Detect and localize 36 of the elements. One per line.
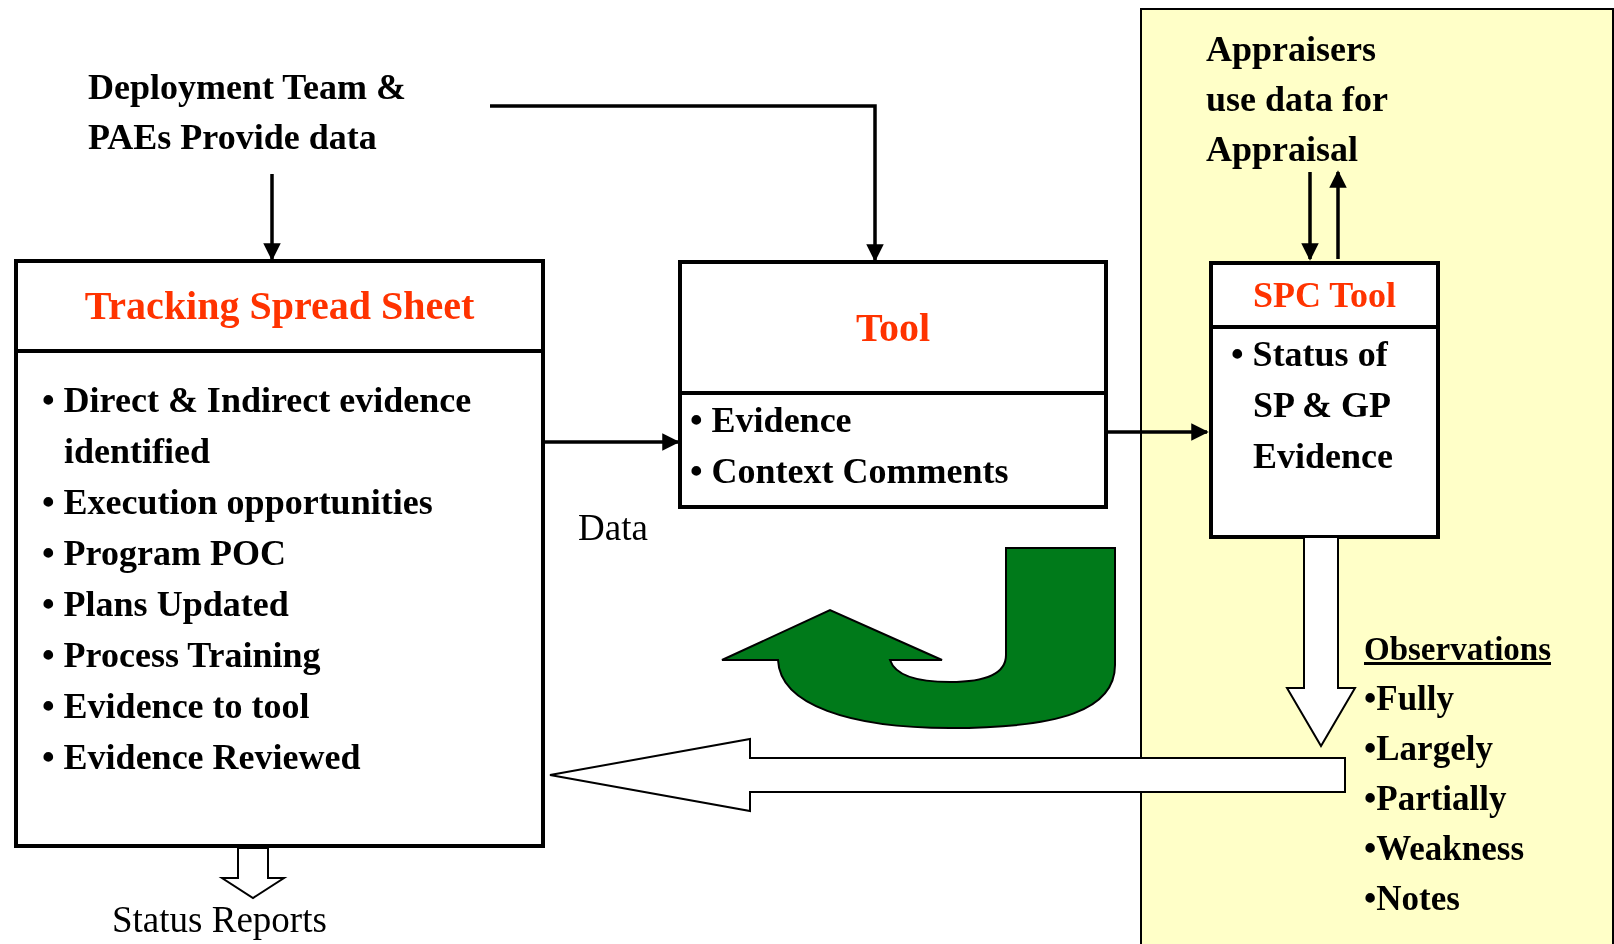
bullet-item: • Process Training [42, 634, 322, 677]
note-text: Deployment Team & PAEs Provide data [88, 66, 407, 159]
box-title: Tracking Spread Sheet [84, 282, 475, 330]
caption-text: Status Reports [112, 898, 328, 942]
appraisal-panel [1140, 8, 1614, 944]
process-box [1209, 261, 1440, 539]
bullet-item: • Execution opportunities [42, 481, 434, 524]
bullet-item: • Status of SP & GP Evidence [1231, 333, 1394, 478]
bullet-item: • Evidence [690, 399, 853, 442]
block-arrow [218, 847, 288, 900]
bullet-item: • Program POC [42, 532, 287, 575]
bullet-item: • Plans Updated [42, 583, 290, 626]
list-item: •Weakness [1364, 828, 1526, 870]
arrow [1301, 172, 1319, 261]
list-item: •Largely [1364, 728, 1494, 770]
bullet-item: • Context Comments [690, 450, 1010, 493]
bullet-item: • Evidence Reviewed [42, 736, 362, 779]
note-text: Appraisers use data for Appraisal [1206, 28, 1389, 171]
list-item: •Partially [1364, 778, 1508, 820]
block-arrow [549, 737, 1346, 813]
box-title: Tool [855, 303, 931, 352]
bullet-item: • Direct & Indirect evidence identified [42, 379, 473, 473]
edge-label: Data [578, 506, 648, 550]
list-item: •Notes [1364, 878, 1461, 920]
bullet-item: • Evidence to tool [42, 685, 311, 728]
process-box [678, 260, 1108, 509]
list-item: •Fully [1364, 678, 1456, 720]
arrow [490, 104, 884, 262]
block-arrow [1285, 536, 1357, 748]
arrow [1108, 423, 1209, 441]
arrow [1329, 170, 1347, 259]
list-heading: Observations [1364, 630, 1552, 669]
arrow [263, 174, 281, 261]
process-box [14, 259, 545, 848]
arrow [545, 433, 680, 451]
box-title: SPC Tool [1252, 273, 1397, 317]
